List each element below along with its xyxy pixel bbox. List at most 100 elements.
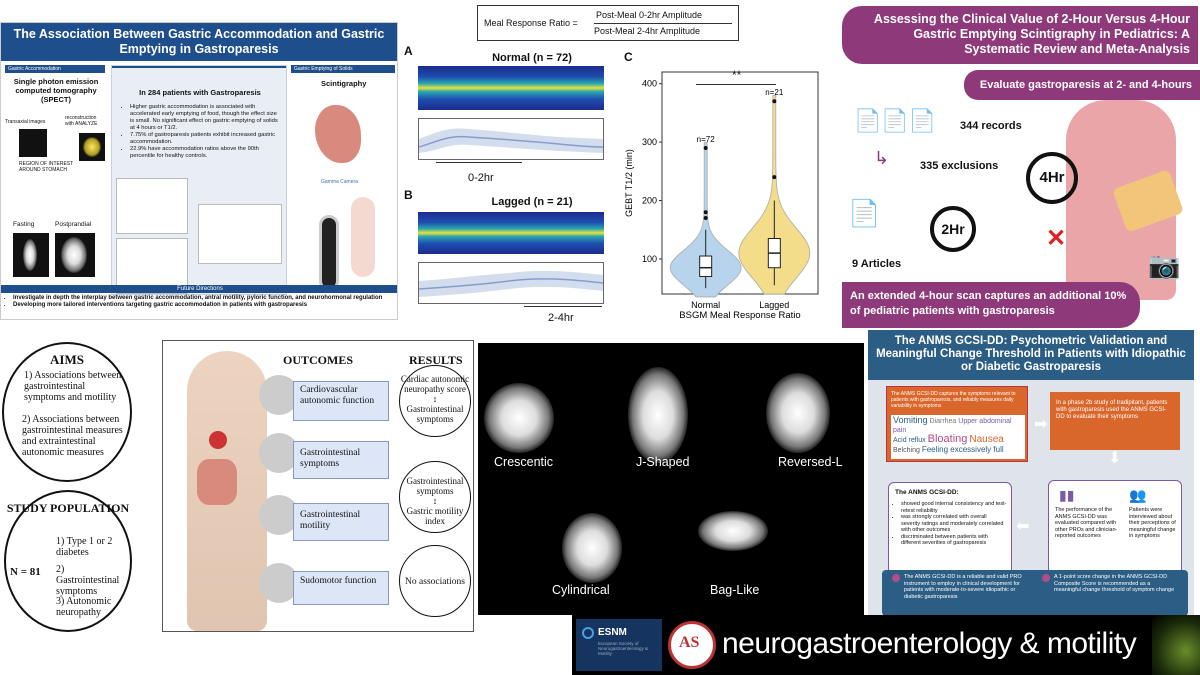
y-tick-label: 100: [642, 254, 657, 264]
emptying-column: Gastric Emptying of Solids Scintigraphy …: [291, 65, 395, 295]
objective: Evaluate gastroparesis at 2- and 4-hours: [964, 70, 1200, 100]
trace-normal: [418, 118, 604, 160]
heatmap-normal: [418, 66, 604, 110]
population-item: 3) Autonomic neuropathy: [56, 596, 112, 618]
anms-panel: The ANMS GCSI-DD: Psychometric Validatio…: [868, 330, 1194, 616]
outcome-box: Gastrointestinal symptoms: [293, 441, 389, 479]
population-circle: STUDY POPULATION N = 81 1) Type 1 or 2 d…: [4, 490, 132, 632]
evaluation-text: The performance of the ANMS GCSI-DD was …: [1055, 507, 1118, 539]
panel-title: The ANMS GCSI-DD: Psychometric Validatio…: [868, 330, 1194, 380]
arrow-left-icon: ⬅: [1016, 518, 1030, 535]
findings-header: In 284 patients with Gastroparesis: [139, 88, 261, 97]
interview-text: Patients were interviewed about their pe…: [1129, 507, 1176, 539]
future-item: Investigate in depth the interplay betwe…: [13, 295, 393, 302]
panel-c-letter: C: [624, 50, 633, 64]
x-axis-label: BSGM Meal Response Ratio: [679, 310, 800, 321]
box-capture: The ANMS GCSI-DD captures the symptoms r…: [886, 386, 1028, 462]
y-tick-label: 400: [642, 79, 657, 89]
cross-icon: ✕: [1046, 225, 1067, 252]
finding-item: Higher gastric accommodation is associat…: [130, 104, 280, 132]
aims-circle: AIMS 1) Associations between gastrointes…: [2, 342, 132, 482]
esnm-subtitle: European Society of Neurogastroenterolog…: [598, 641, 649, 656]
outcome-box: Cardiovascular autonomic function: [293, 381, 389, 421]
results-header: RESULTS: [409, 353, 463, 367]
esnm-logo: ESNM European Society of Neurogastroente…: [576, 619, 662, 671]
violin: [738, 94, 811, 295]
people-icon: 👥: [1129, 487, 1147, 503]
plot-frame: [661, 71, 819, 295]
finding-item: 22.9% have accommodation ratios above th…: [130, 146, 280, 160]
ans-seal-mark: AS: [679, 634, 700, 651]
n-label: N = 81: [10, 566, 41, 578]
arrow-icon: ↕: [432, 394, 438, 404]
panel-title: Assessing the Clinical Value of 2-Hour V…: [842, 6, 1198, 64]
conclusion-text: The ANMS GCSI-DD is a reliable and valid…: [904, 574, 1022, 600]
arrow-icon: ↳: [874, 148, 890, 168]
result-top: Cardiac autonomic neuropathy score: [400, 374, 470, 394]
arrow-icon: ↕: [432, 496, 438, 506]
panel-a-title: Normal (n = 72): [492, 52, 572, 64]
future-list: Investigate in depth the interplay betwe…: [13, 295, 393, 309]
arrow-down-icon: ⬇: [1108, 450, 1122, 467]
y-tick-label: 300: [642, 137, 657, 147]
panel-b-title: Lagged (n = 21): [491, 196, 573, 208]
clock-2hr-label: 2Hr: [941, 221, 965, 237]
shape-label: J-Shaped: [636, 455, 690, 469]
aims-title: AIMS: [50, 352, 84, 367]
gastric-shapes-panel: Crescentic J-Shaped Reversed-L Cylindric…: [478, 343, 864, 615]
crescentic-image: [484, 383, 554, 453]
records-count: 344 records: [960, 120, 1022, 132]
cardio-device-icon: [259, 375, 299, 415]
word: Bloating: [927, 433, 968, 445]
patient-illustration: [351, 197, 375, 277]
findings-header-bar: [112, 66, 286, 68]
esnm-label: ESNM: [598, 627, 627, 638]
roi-label: REGION OF INTEREST AROUND STOMACH: [19, 161, 74, 173]
ratio-formula: Meal Response Ratio = Post-Meal 0-2hr Am…: [477, 5, 739, 41]
x-tick-label: Normal: [691, 300, 720, 310]
word: Diarrhea: [929, 418, 957, 425]
aim-1: 1) Associations between gastrointestinal…: [24, 370, 122, 403]
conclusions-bar: The ANMS GCSI-DD is a reliable and valid…: [882, 570, 1188, 616]
spect-label: Single photon emission computed tomograp…: [13, 77, 99, 104]
postprandial-label: Postprandial: [55, 221, 92, 228]
column-header: Gastric Accommodation: [5, 65, 105, 73]
scatter-plot: [116, 238, 188, 294]
population-item: 1) Type 1 or 2 diabetes: [56, 536, 113, 558]
conclusion: An extended 4-hour scan captures an addi…: [842, 282, 1140, 328]
result-top: Gastrointestinal symptoms: [406, 476, 464, 496]
fasting-label: Fasting: [13, 221, 35, 228]
result-item: was strongly correlated with overall sev…: [901, 514, 1007, 534]
word-cloud: Vomiting Diarrhea Upper abdominal pain A…: [891, 415, 1025, 459]
stomach-illustration: [315, 105, 361, 163]
word: Feeling excessively full: [921, 445, 1004, 454]
outlier-point: [703, 210, 708, 215]
x-tick-label: Lagged: [759, 300, 789, 310]
shape-label: Cylindrical: [552, 583, 610, 597]
outcomes-header: OUTCOMES: [283, 353, 354, 367]
box-results-title: The ANMS GCSI-DD:: [895, 489, 959, 496]
outlier-point: [772, 175, 777, 180]
articles-count: 9 Articles: [852, 258, 902, 270]
column-header: Gastric Emptying of Solids: [291, 65, 395, 73]
result-item: discriminated between patients with diff…: [901, 534, 1007, 547]
y-axis-label: GEBT T1/2 (min): [624, 149, 634, 217]
shape-label: Reversed-L: [778, 455, 843, 469]
box-results: The ANMS GCSI-DD: showed good internal c…: [888, 482, 1012, 578]
y-tick-label: 200: [642, 196, 657, 206]
population-item: 2) Gastrointestinal symptoms: [56, 564, 120, 597]
panel-a-window: 0-2hr: [468, 172, 494, 184]
questionnaire-icon: [259, 433, 299, 473]
autonomic-study-panel: AIMS 1) Associations between gastrointes…: [0, 340, 478, 635]
gamma-camera-label: Gamma Camera: [321, 179, 358, 185]
panel-title: The Association Between Gastric Accommod…: [1, 23, 397, 61]
clock-2hr-icon: 2Hr: [930, 206, 976, 252]
box: [699, 255, 713, 277]
bullet-icon: [892, 574, 900, 582]
motility-capsule-icon: [259, 495, 299, 535]
outlier-point: [703, 145, 708, 150]
n-annotation: n=72: [697, 135, 716, 144]
ans-seal: AS: [668, 621, 716, 669]
ratio-numerator: Post-Meal 0-2hr Amplitude: [596, 10, 703, 20]
